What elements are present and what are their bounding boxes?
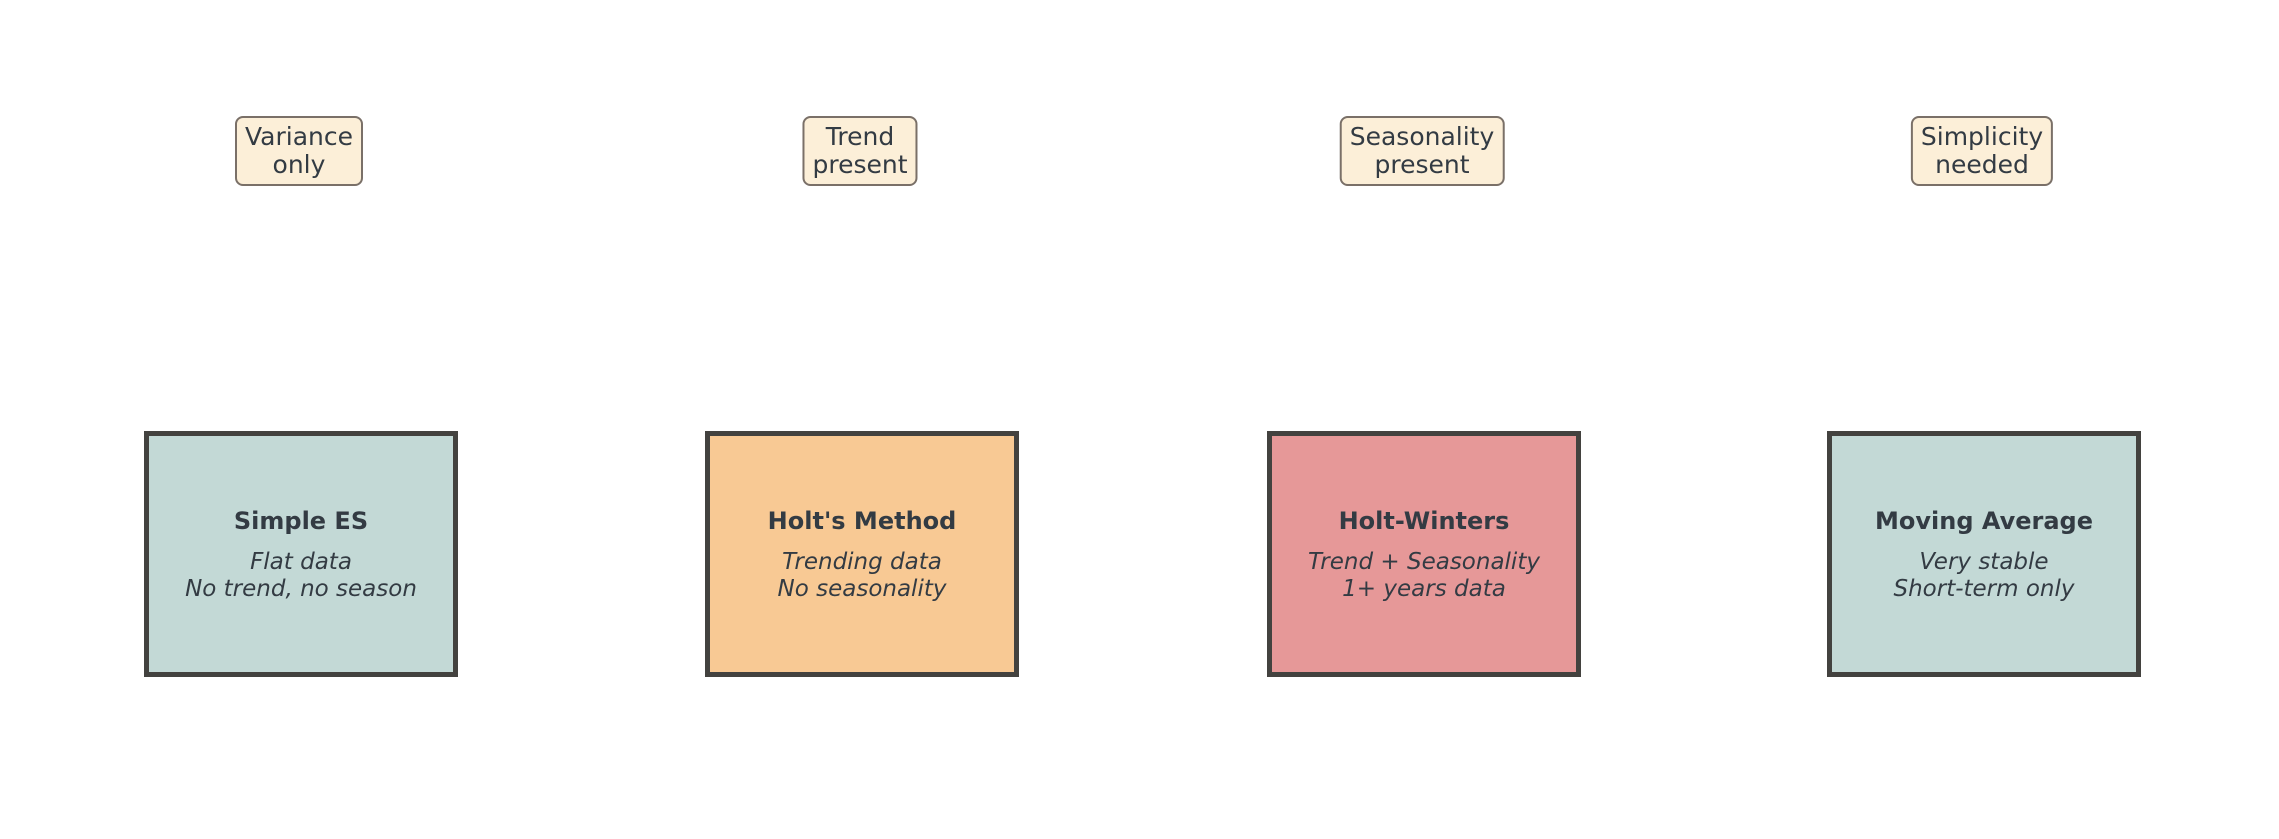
method-description: Flat data No trend, no season [185,549,417,602]
column-simple-es: Variance only Simple ES Flat data No tre… [139,0,459,839]
column-moving-average: Simplicity needed Moving Average Very st… [1822,0,2142,839]
method-title: Moving Average [1875,507,2093,535]
column-holts-method: Trend present Holt's Method Trending dat… [700,0,1020,839]
method-title: Holt's Method [767,507,957,535]
method-description: Trending data No seasonality [777,549,947,602]
condition-label: Simplicity needed [1910,116,2054,186]
column-holt-winters: Seasonality present Holt-Winters Trend +… [1262,0,1582,839]
condition-label: Seasonality present [1339,116,1505,186]
method-title: Simple ES [233,507,369,535]
method-box: Moving Average Very stable Short-term on… [1827,431,2141,677]
method-title: Holt-Winters [1338,507,1510,535]
method-description: Very stable Short-term only [1893,549,2075,602]
method-box: Holt's Method Trending data No seasonali… [705,431,1019,677]
method-description: Trend + Seasonality 1+ years data [1308,549,1540,602]
condition-label: Variance only [235,116,363,186]
condition-label: Trend present [802,116,918,186]
method-box: Simple ES Flat data No trend, no season [144,431,458,677]
method-box: Holt-Winters Trend + Seasonality 1+ year… [1267,431,1581,677]
